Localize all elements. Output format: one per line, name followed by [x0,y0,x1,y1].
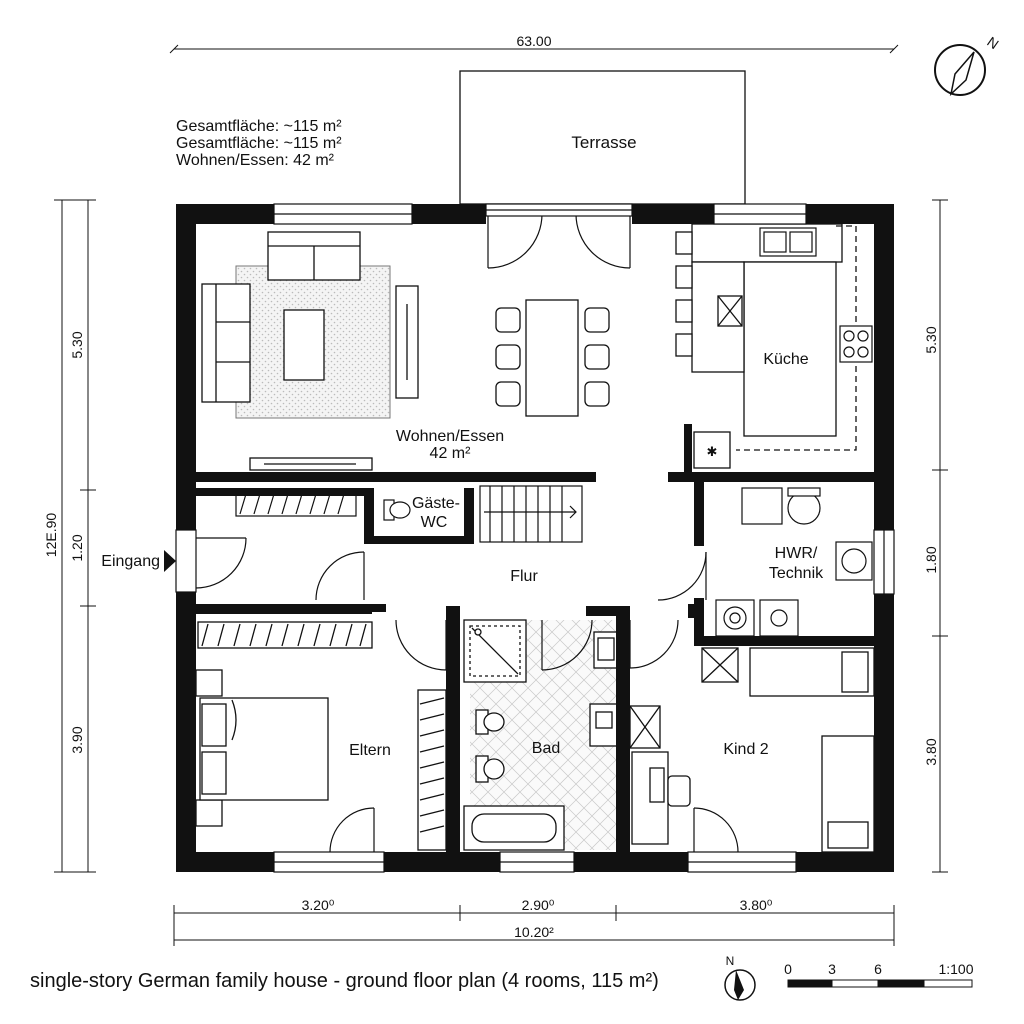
summary-line-1: Gesamtfläche: ~115 m² [176,118,342,135]
bath-fixtures [463,619,619,851]
dining-table [495,299,610,417]
terrace-outline [459,70,746,205]
room-label-guest-wc-2: WC [421,514,448,531]
dim-right-top: 5.30 [923,326,939,353]
stairs [479,485,583,543]
dim-left-bottom: 3.90 [69,726,85,753]
scale-tick-3: 3 [828,961,836,977]
dim-right-mid: 1.80 [923,546,939,573]
utility-fixtures [741,487,873,637]
area-summary: Gesamtfläche: ~115 m² Gesamtfläche: ~115… [176,118,342,169]
washing-machine-icon [715,599,755,637]
scale-tick-0: 0 [784,961,792,977]
dim-left-mid: 1.20 [69,534,85,561]
toilet-icon [383,499,411,521]
stove-icon [839,325,873,363]
child-room-furniture [629,647,875,853]
walls [176,204,894,872]
terrace-label: Terrasse [571,133,636,152]
dim-bottom-total: 10.20² [514,924,554,940]
living-room-furniture [201,231,419,471]
room-label-entrance: Eingang [101,553,160,570]
fridge-icon: ✱ [707,444,718,459]
north-arrow-small-icon [724,969,756,1001]
room-label-utility-1: HWR/ [775,545,818,562]
compass-small-north-label: N [726,954,735,968]
room-label-child: Kind 2 [723,741,768,758]
plan-caption: single-story German family house - groun… [30,970,659,992]
parents-furniture [195,621,447,851]
dim-right-bottom: 3.80 [923,738,939,765]
room-label-kitchen: Küche [763,351,808,368]
sink-icon [759,227,817,257]
scale-tick-6: 6 [874,961,882,977]
dim-bottom-mid: 2.90⁰ [522,897,555,913]
summary-line-3: Wohnen/Essen: 42 m² [176,152,335,169]
room-label-living-dining: Wohnen/Essen [396,428,504,445]
compass-north-label: N [984,33,1001,52]
scale-bar [787,979,973,988]
entrance-arrow-icon [164,550,176,572]
room-label-bath: Bad [532,740,560,757]
room-label-guest-wc-1: Gäste- [412,495,460,512]
room-area-living-dining: 42 m² [430,445,472,462]
dim-bottom-right: 3.80⁰ [740,897,773,913]
scale-ratio: 1:100 [938,961,973,977]
dim-bottom-left: 3.20⁰ [302,897,335,913]
north-arrow-icon [934,44,986,97]
room-label-utility-2: Technik [769,565,824,582]
dim-top-total: 63.00 [516,33,551,49]
dim-left-total: 12E.90 [43,513,59,558]
room-label-parents: Eltern [349,742,391,759]
summary-line-2: Gesamtfläche: ~115 m² [176,135,342,152]
windows [175,203,895,873]
room-label-hallway: Flur [510,568,538,585]
kitchen-furniture [675,223,857,469]
dim-left-top: 5.30 [69,331,85,358]
dimension-lines [54,44,948,946]
